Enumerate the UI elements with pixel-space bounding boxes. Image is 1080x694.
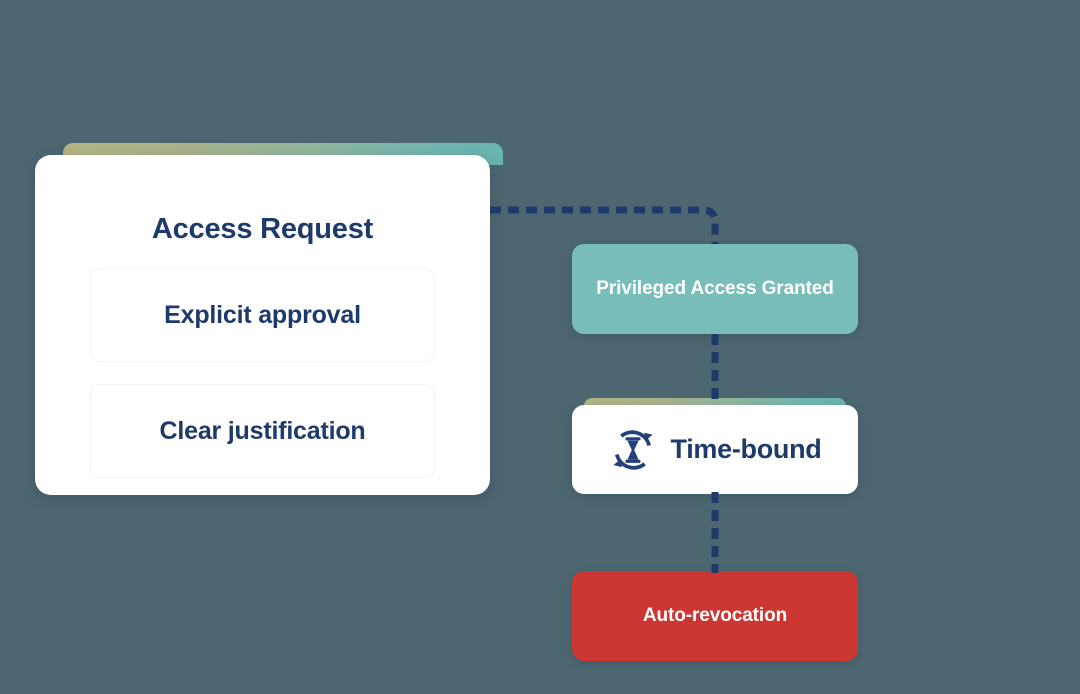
access-request-card[interactable]: Access Request Explicit approval Clear j…: [35, 143, 503, 495]
hourglass-refresh-icon: [613, 429, 652, 470]
page-title: Access Request: [151, 213, 374, 245]
node-label: Privileged Access Granted: [596, 278, 834, 299]
node-label: Time-bound: [670, 434, 822, 464]
node-time-bound[interactable]: Time-bound: [572, 398, 858, 494]
node-privileged-access-granted[interactable]: Privileged Access Granted: [572, 244, 858, 334]
arrowhead-top-right: [643, 432, 652, 441]
requirement-label: Explicit approval: [164, 300, 361, 329]
requirement-label: Clear justification: [159, 416, 366, 445]
connector-access-request-to-privileged: [490, 206, 719, 244]
arrowhead-bottom-left: [613, 458, 622, 467]
requirement-item-clear-justification[interactable]: Clear justification: [90, 384, 435, 478]
access-request-card-body: Access Request Explicit approval Clear j…: [35, 155, 490, 495]
node-auto-revocation[interactable]: Auto-revocation: [572, 571, 858, 661]
node-time-bound-body: Time-bound: [572, 405, 858, 494]
requirement-item-explicit-approval[interactable]: Explicit approval: [90, 268, 435, 362]
node-label: Auto-revocation: [642, 605, 788, 626]
